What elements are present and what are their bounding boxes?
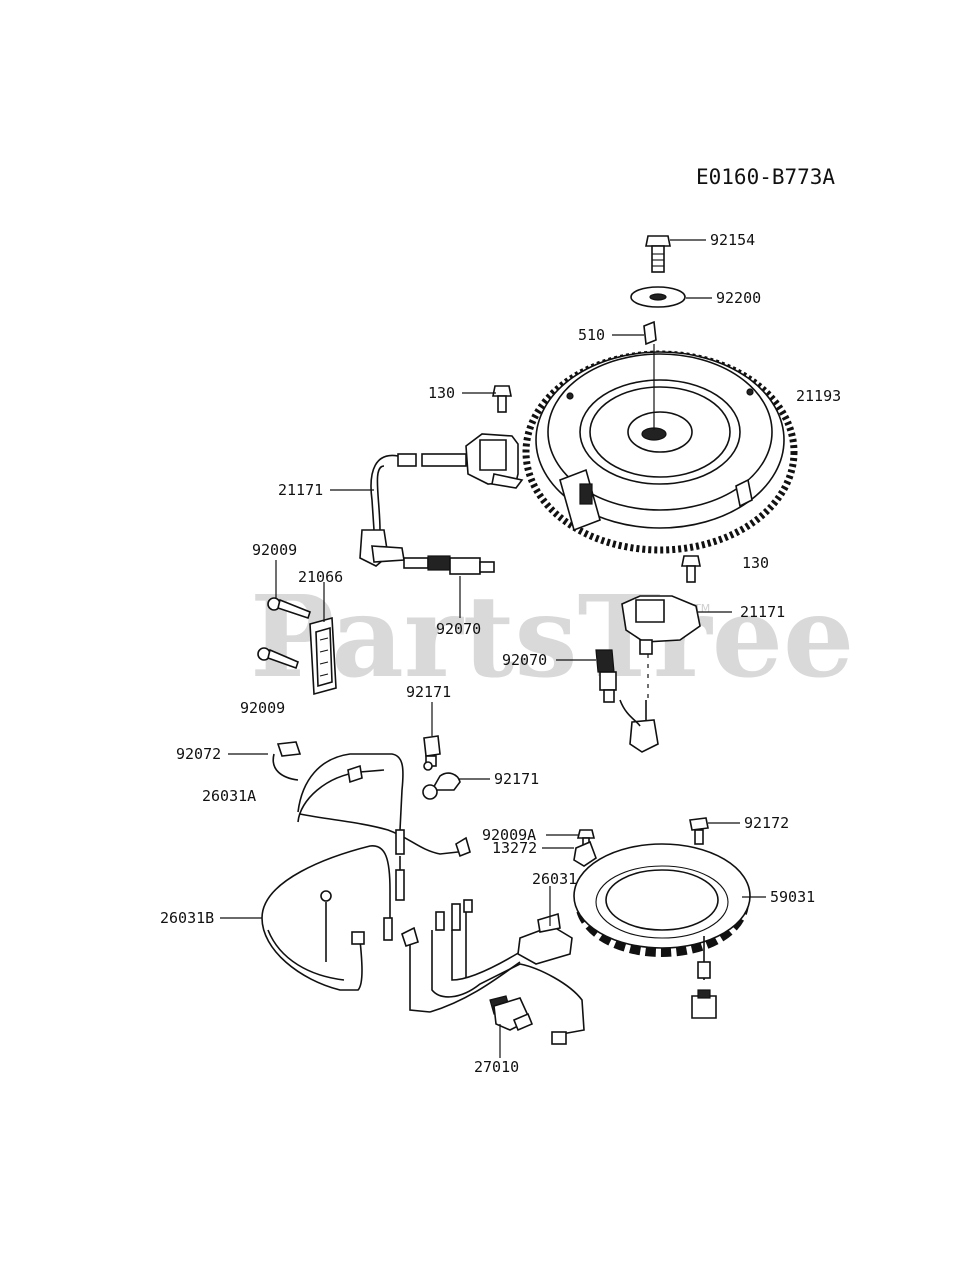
- part-21193-flywheel[interactable]: [522, 350, 798, 554]
- label-92009-lower[interactable]: 92009: [240, 699, 285, 717]
- part-92200-washer[interactable]: [630, 286, 686, 308]
- label-92200[interactable]: 92200: [716, 289, 761, 307]
- part-92171-terminal-lower[interactable]: [422, 761, 461, 800]
- part-92009-screw-lower[interactable]: [257, 647, 299, 670]
- plug-wire-lower: [619, 699, 641, 727]
- label-92171-lower[interactable]: 92171: [494, 770, 539, 788]
- part-510-key[interactable]: [643, 320, 657, 346]
- label-21171-upper[interactable]: 21171: [278, 481, 323, 499]
- label-26031B[interactable]: 26031B: [160, 909, 214, 927]
- part-21171-ignition-coil-lower[interactable]: [621, 595, 701, 655]
- part-26031-harness[interactable]: [401, 899, 585, 1045]
- label-21193[interactable]: 21193: [796, 387, 841, 405]
- part-13272-plate[interactable]: [573, 840, 597, 867]
- label-21066[interactable]: 21066: [298, 568, 343, 586]
- label-92009A[interactable]: 92009A: [482, 826, 536, 844]
- part-92154-bolt[interactable]: [645, 235, 671, 273]
- part-26031A-harness[interactable]: [297, 753, 471, 901]
- part-92009-screw-upper[interactable]: [267, 597, 311, 620]
- part-130-bolt-lower[interactable]: [681, 555, 701, 583]
- label-92072[interactable]: 92072: [176, 745, 221, 763]
- part-92070-spark-plug-upper[interactable]: [403, 555, 495, 575]
- part-92172-screw[interactable]: [689, 817, 709, 845]
- label-92009-upper[interactable]: 92009: [252, 541, 297, 559]
- label-92171-upper[interactable]: 92171: [406, 683, 451, 701]
- label-92154[interactable]: 92154: [710, 231, 755, 249]
- part-27010-switch[interactable]: [489, 995, 534, 1032]
- label-130-lower[interactable]: 130: [742, 554, 769, 572]
- label-27010[interactable]: 27010: [474, 1058, 519, 1076]
- label-130-upper[interactable]: 130: [428, 384, 455, 402]
- part-labels: 92154 92200 510 130 21193 21171 92009 21…: [160, 231, 841, 1076]
- label-92172[interactable]: 92172: [744, 814, 789, 832]
- part-spark-plug-cap[interactable]: [359, 529, 405, 567]
- part-130-bolt-upper[interactable]: [492, 385, 512, 413]
- part-26031B-harness[interactable]: [261, 845, 393, 991]
- label-13272[interactable]: 13272: [492, 839, 537, 857]
- part-21171-ignition-coil-upper[interactable]: [397, 433, 524, 489]
- leader-lines: [220, 239, 766, 1058]
- label-59031[interactable]: 59031: [770, 888, 815, 906]
- label-92070-upper[interactable]: 92070: [436, 620, 481, 638]
- coil-wire-upper: [370, 454, 399, 531]
- diagram-code: E0160-B773A: [696, 165, 835, 189]
- label-21171-lower[interactable]: 21171: [740, 603, 785, 621]
- part-92072-clamp[interactable]: [272, 741, 302, 781]
- part-spark-plug-cap-lower[interactable]: [629, 719, 659, 753]
- coil-wire-upper-2: [376, 465, 385, 531]
- label-26031A[interactable]: 26031A: [202, 787, 256, 805]
- part-21066-regulator[interactable]: [309, 616, 337, 696]
- label-92070-lower[interactable]: 92070: [502, 651, 547, 669]
- watermark: PartsTree: [250, 572, 854, 703]
- label-510[interactable]: 510: [578, 326, 605, 344]
- part-59031-stator[interactable]: [573, 843, 751, 1019]
- label-26031[interactable]: 26031: [532, 870, 577, 888]
- part-92070-spark-plug-lower[interactable]: [595, 649, 617, 703]
